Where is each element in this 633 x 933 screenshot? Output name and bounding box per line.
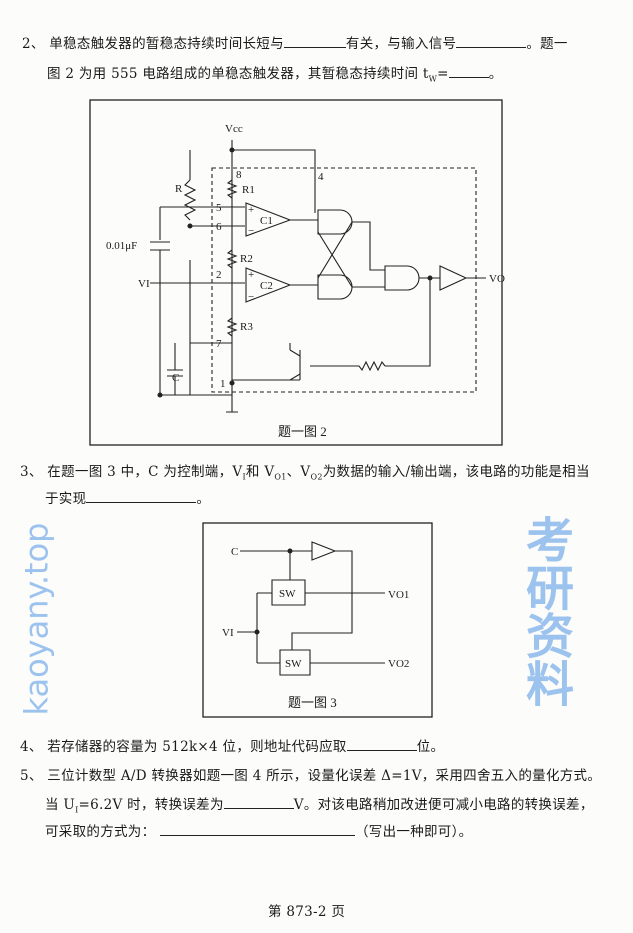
answer-blank[interactable] <box>448 65 489 78</box>
answer-blank[interactable] <box>223 796 294 809</box>
switch-2-label: SW <box>285 658 302 670</box>
r2-label: R2 <box>240 253 253 265</box>
question-2-line-1: 2、 单稳态触发器的暂稳态持续时间长短与有关，与输入信号。题一 <box>22 35 568 52</box>
question-3-line-2: 于实现。 <box>45 490 211 507</box>
question-5-line-3: 可采取的方式为： （写出一种即可）。 <box>45 823 473 840</box>
vo1-label: VO1 <box>388 589 409 601</box>
vcc-label: Vcc <box>225 123 243 135</box>
c-label: C <box>172 372 179 384</box>
switch-1-label: SW <box>279 588 296 600</box>
figure-3-caption: 题一图 3 <box>288 695 337 710</box>
pin-label: 2 <box>216 269 222 281</box>
watermark-cn: 考研资料 <box>517 515 573 707</box>
question-4: 4、 若存储器的容量为 512k×4 位，则地址代码应取位。 <box>20 738 445 755</box>
vi-label: VI <box>138 278 150 290</box>
answer-blank[interactable] <box>346 738 417 751</box>
r3-label: R3 <box>240 321 253 333</box>
answer-blank[interactable] <box>86 490 197 503</box>
pin-label: 8 <box>236 169 242 181</box>
minus-sign: − <box>248 225 254 237</box>
vo-label: VO <box>489 273 505 285</box>
pin-label: 7 <box>216 338 222 350</box>
pin-label: 6 <box>216 221 222 233</box>
pin-label: 4 <box>318 171 324 183</box>
page-footer: 第 873-2 页 <box>268 904 346 920</box>
answer-blank[interactable] <box>283 35 346 48</box>
c2-label: C2 <box>260 280 273 292</box>
pin-label: 1 <box>220 378 226 390</box>
r-label: R <box>175 183 183 195</box>
question-3-line-1: 3、 在题一图 3 中，C 为控制端，VI和 VO1、VO2为数据的输入/输出端… <box>20 464 590 482</box>
pin-label: 5 <box>216 202 222 214</box>
c-label: C <box>231 546 238 558</box>
minus-sign: − <box>248 291 254 303</box>
vo2-label: VO2 <box>388 658 409 670</box>
question-5-line-1: 5、 三位计数型 A/D 转换器如题一图 4 所示，设量化误差 Δ=1V，采用四… <box>20 768 602 784</box>
figure-2-caption: 题一图 2 <box>278 424 327 439</box>
capacitor-label: 0.01μF <box>106 240 137 252</box>
figure-2: Vcc R R1 R2 R3 C1 C2 + − + − 0.01μF VI C… <box>89 99 505 446</box>
plus-sign: + <box>248 269 254 281</box>
answer-blank[interactable] <box>456 35 527 48</box>
r1-label: R1 <box>242 184 255 196</box>
plus-sign: + <box>248 204 254 216</box>
figure-3: C SW SW VO1 VI VO2 题一图 3 <box>202 522 433 718</box>
vi-label: VI <box>222 627 234 639</box>
c1-label: C1 <box>260 215 273 227</box>
question-2-line-2: 图 2 为用 555 电路组成的单稳态触发器，其暂稳态持续时间 tW=。 <box>47 65 503 84</box>
answer-blank[interactable] <box>160 823 355 836</box>
